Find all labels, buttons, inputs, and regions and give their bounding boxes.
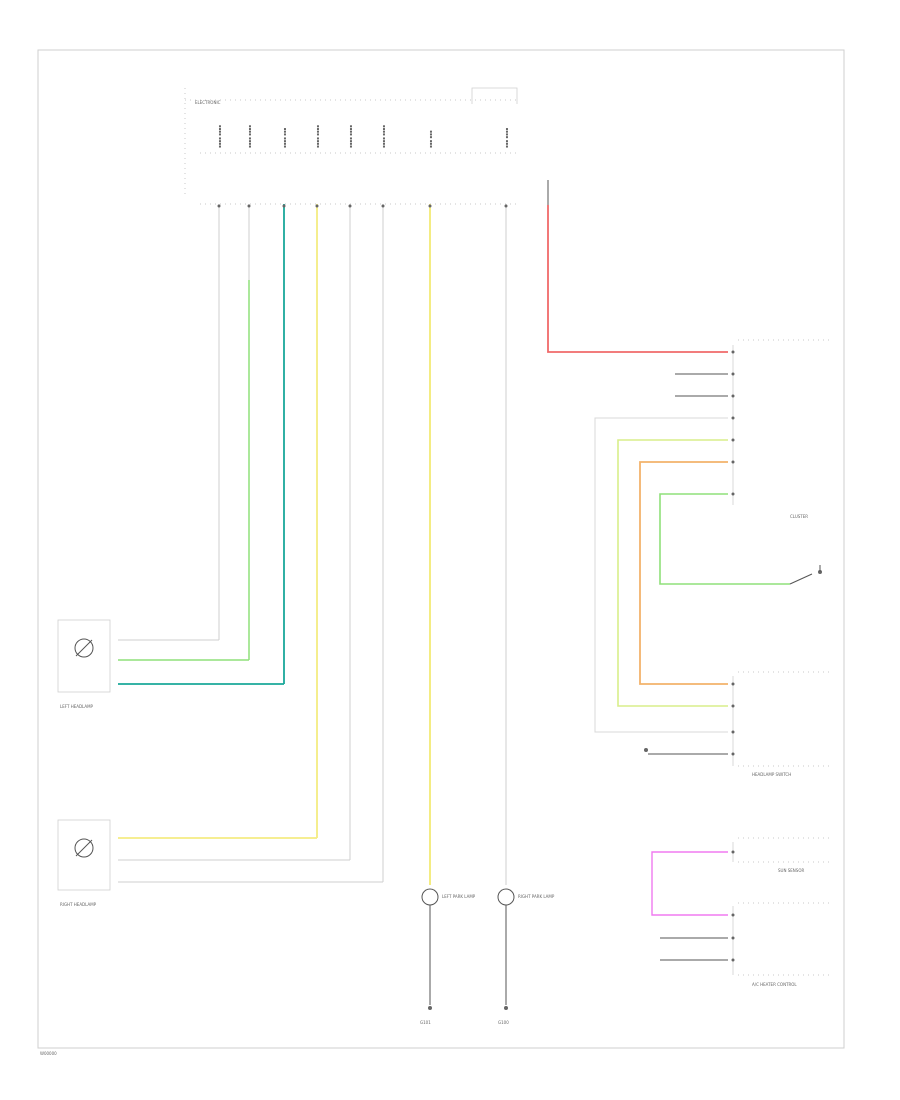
- cluster-pin: [731, 438, 735, 442]
- switch-pin: [731, 730, 735, 734]
- connector-pin: [315, 204, 319, 208]
- pin-label: ▪▪▪▪ ▪▪▪▪: [381, 125, 386, 148]
- left-headlamp-bulb-icon: [74, 638, 94, 658]
- connector-pin: [282, 204, 286, 208]
- module-pin-labels: ▪▪▪▪ ▪▪▪▪ ▪▪▪▪ ▪▪▪▪ ▪▪▪▪ ▪▪▪ ▪▪▪▪ ▪▪▪▪ ▪…: [217, 125, 509, 148]
- pin-label: ▪▪▪▪ ▪▪▪▪: [315, 125, 320, 148]
- switch-pin: [731, 682, 735, 686]
- connector-pin: [428, 204, 432, 208]
- switch-pin: [731, 752, 735, 756]
- sensor-lead: [789, 573, 813, 585]
- ground-left-label: G101: [420, 1020, 431, 1025]
- module-wires: [218, 204, 507, 885]
- pin-label: ▪▪▪ ▪▪▪▪: [504, 127, 509, 148]
- pin-label: ▪▪▪▪ ▪▪▪▪: [247, 125, 252, 148]
- module-fuse-lead: [471, 87, 518, 104]
- hvac-pins: [731, 913, 735, 962]
- cluster-pins: [731, 350, 735, 496]
- left-headlamp-filament: [75, 639, 93, 657]
- pin-label: ▪▪▪ ▪▪▪: [428, 130, 433, 148]
- pin-label: ▪▪▪▪ ▪▪▪▪: [348, 125, 353, 148]
- cluster-pin: [731, 394, 735, 398]
- pin-label: ▪▪▪▪ ▪▪▪: [282, 127, 287, 148]
- right-headlamp-filament: [75, 839, 93, 857]
- right-park-lamp-label: RIGHT PARK LAMP: [518, 894, 555, 899]
- ground-right-label: G100: [498, 1020, 509, 1025]
- module-connector-dots: [217, 204, 508, 208]
- cluster-lime-loop: [617, 439, 728, 707]
- right-headlamp-bulb-icon: [74, 838, 94, 858]
- diagram-frame: [37, 49, 845, 1049]
- connector-pin: [217, 204, 221, 208]
- left-park-lamp-icon: [421, 888, 439, 906]
- right-headlamp-box: [57, 819, 111, 891]
- right-headlamp-label: RIGHT HEADLAMP: [60, 902, 97, 907]
- hvac-pin: [731, 958, 735, 962]
- cluster-green-loop: [659, 493, 790, 585]
- footer-code: W00000: [40, 1051, 57, 1056]
- hvac-label: A/C HEATER CONTROL: [752, 982, 797, 987]
- cluster-pin: [731, 350, 735, 354]
- cluster-pin: [731, 460, 735, 464]
- switch-ground-icon: [644, 748, 648, 752]
- switch-pins: [731, 682, 735, 756]
- connector-pin: [381, 204, 385, 208]
- power-wire-red: [547, 205, 728, 353]
- switch-pin: [731, 704, 735, 708]
- left-headlamp-label: LEFT HEADLAMP: [60, 704, 94, 709]
- cluster-grey-loop: [594, 417, 728, 733]
- cluster-pin: [731, 492, 735, 496]
- sun-sensor-label: SUN SENSOR: [778, 868, 804, 873]
- magenta-wire: [651, 851, 728, 916]
- cluster-pin: [731, 416, 735, 420]
- connector-pin: [504, 204, 508, 208]
- ground-icon: [428, 1006, 432, 1010]
- connector-pin: [348, 204, 352, 208]
- left-park-lamp-label: LEFT PARK LAMP: [442, 894, 476, 899]
- connector-pin: [247, 204, 251, 208]
- left-headlamp-box: [57, 619, 111, 693]
- hvac-pin: [731, 936, 735, 940]
- hvac-pin: [731, 913, 735, 917]
- sun-sensor-pin: [731, 850, 735, 854]
- cluster-label: CLUSTER: [790, 514, 808, 519]
- right-park-lamp-icon: [497, 888, 515, 906]
- module-label: ELECTRONIC: [195, 100, 221, 105]
- ground-icon: [504, 1006, 508, 1010]
- headlamp-switch-label: HEADLAMP SWITCH: [752, 772, 791, 777]
- cluster-orange-loop: [639, 461, 728, 685]
- pin-label: ▪▪▪▪ ▪▪▪▪: [217, 125, 222, 148]
- cluster-pin: [731, 372, 735, 376]
